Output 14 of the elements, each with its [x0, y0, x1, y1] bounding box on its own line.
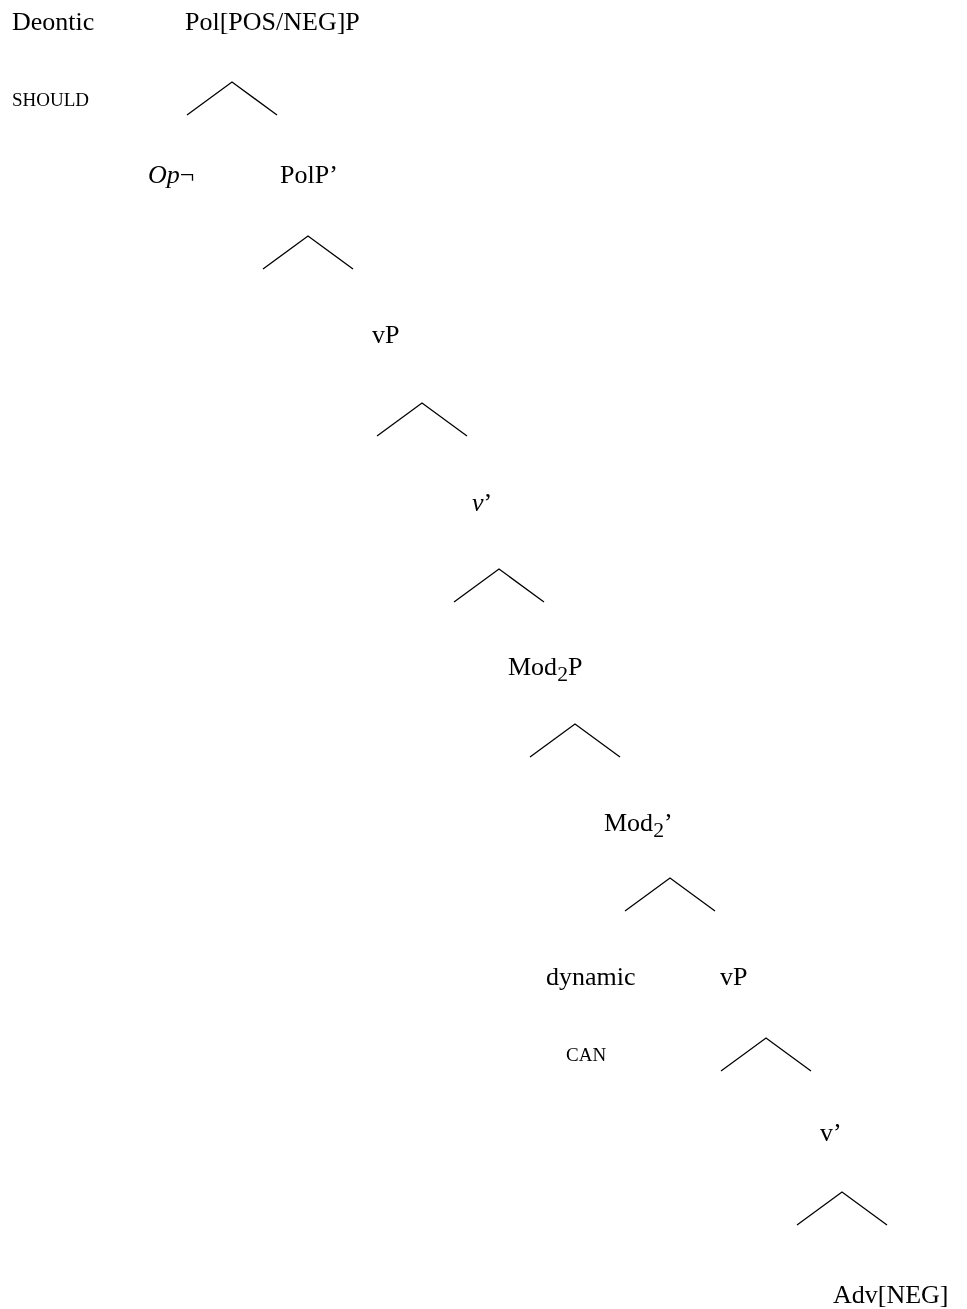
node-label: Op¬: [148, 160, 195, 190]
node-label: Deontic: [12, 7, 95, 37]
node-label: v’: [472, 488, 493, 518]
node-label: v’: [820, 1118, 842, 1148]
node-label: Adv[NEG]: [833, 1280, 949, 1309]
node-label: Mod$_{2}$P: [508, 652, 583, 689]
node-label: Mod$_{2}$’: [604, 808, 673, 845]
node-label: vP: [372, 320, 400, 350]
node-label: vP: [720, 962, 748, 992]
node-label: CAN: [566, 1043, 607, 1067]
node-label: PolP’: [280, 160, 338, 190]
node-label: dynamic: [546, 962, 636, 992]
node-label: Pol[POS/NEG]P: [185, 7, 360, 37]
node-label: SHOULD: [12, 88, 90, 112]
